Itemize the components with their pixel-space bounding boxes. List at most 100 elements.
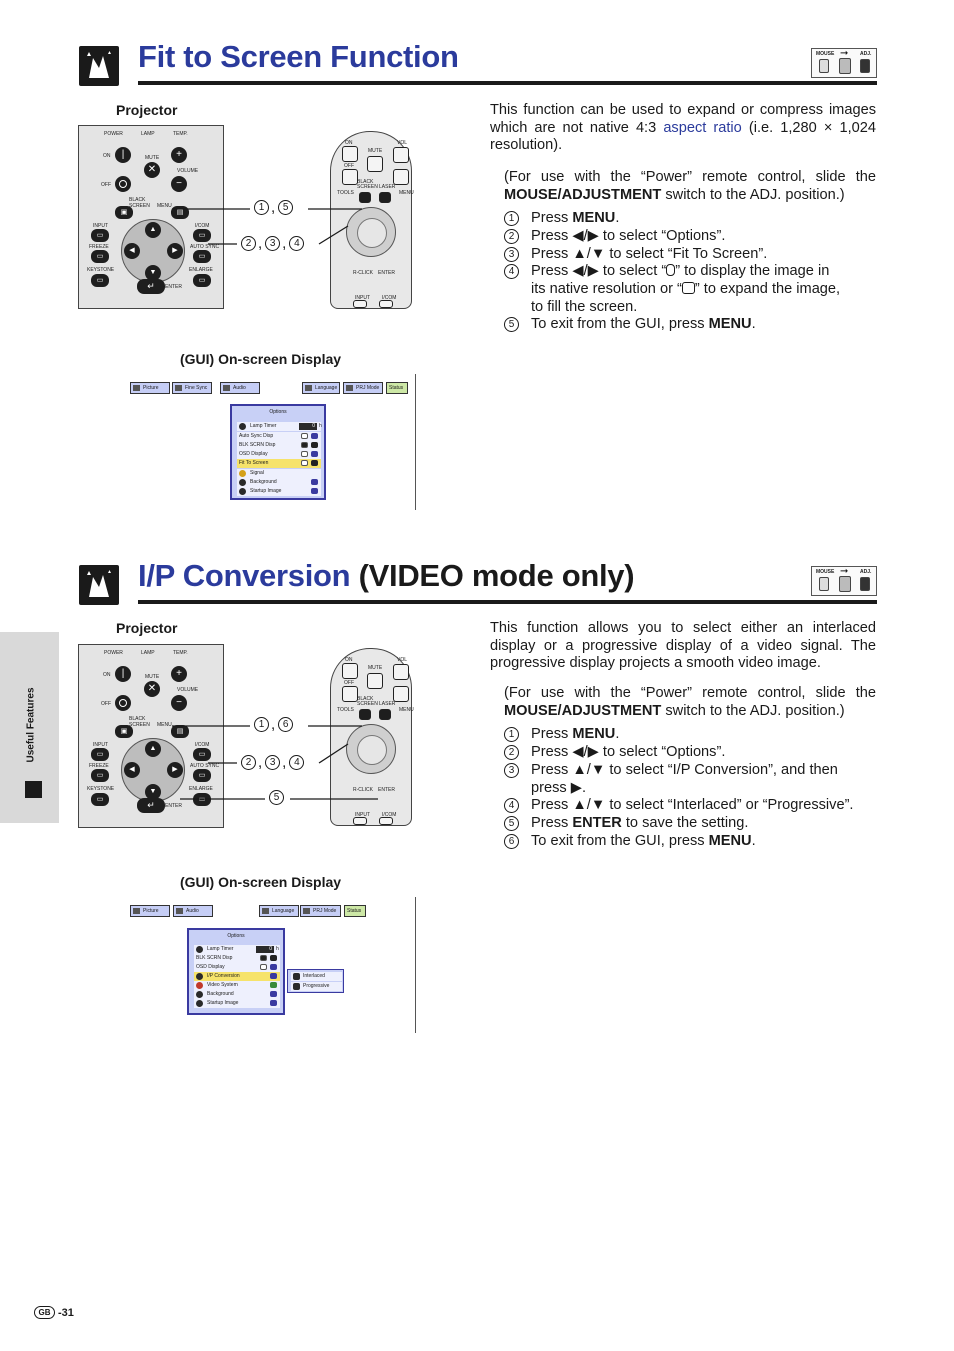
intro-paragraph: This function can be used to expand or c… <box>490 102 876 154</box>
right-button[interactable]: ▶ <box>167 762 183 778</box>
menu-button[interactable]: ▤ <box>171 725 189 738</box>
gui-row-selected: Fit To Screen <box>237 459 321 468</box>
mute-button[interactable]: ✕ <box>144 162 160 178</box>
remote-note: (For use with the “Power” remote control… <box>504 169 876 203</box>
gui-row: Signal <box>237 469 321 478</box>
gui-tab-language: Language <box>302 382 340 394</box>
up-button[interactable]: ▲ <box>145 222 161 238</box>
remote-input-button[interactable] <box>353 300 367 308</box>
keystone-button[interactable]: ▭ <box>91 274 109 287</box>
gui-label: (GUI) On-screen Display <box>180 874 342 890</box>
enlarge-button[interactable]: ▭ <box>193 274 211 287</box>
intro-paragraph: This function allows you to select eithe… <box>490 620 876 672</box>
off-button[interactable] <box>115 695 131 711</box>
down-button[interactable]: ▼ <box>145 265 161 281</box>
volume-up-button[interactable]: + <box>171 666 187 682</box>
projector-label: Projector <box>116 620 178 636</box>
gui-tab-prj-mode: PRJ Mode <box>300 905 341 917</box>
input-button[interactable]: ▭ <box>91 229 109 242</box>
gui-on-screen-display: Picture Audio Language PRJ Mode Status O… <box>128 897 416 1033</box>
volume-down-button[interactable]: − <box>171 176 187 192</box>
remote-input-button[interactable] <box>353 817 367 825</box>
auto-sync-button[interactable]: ▭ <box>193 250 211 263</box>
remote-vol-down-button[interactable] <box>393 686 409 702</box>
remote-mute-button[interactable] <box>367 673 383 689</box>
gui-tab-audio: Audio <box>173 905 213 917</box>
mouse-adj-switch-indicator: MOUSE ➞ ADJ. <box>811 48 877 78</box>
switch-icon <box>839 576 851 592</box>
freeze-button[interactable]: ▭ <box>91 769 109 782</box>
down-button[interactable]: ▼ <box>145 784 161 800</box>
remote-laser-button[interactable] <box>379 709 391 720</box>
section-rule <box>138 600 877 604</box>
page-number: GB-31 <box>34 1306 74 1319</box>
black-screen-button[interactable]: ▣ <box>115 725 133 738</box>
remote-icom-button[interactable] <box>379 817 393 825</box>
gui-row-selected: I/P Conversion <box>194 972 280 981</box>
gui-tab-picture: Picture <box>130 905 170 917</box>
gui-tab-language: Language <box>259 905 299 917</box>
gui-row: OSD Display <box>194 963 280 972</box>
glossary-link-aspect-ratio[interactable]: aspect ratio <box>663 119 742 136</box>
remote-mouse-disc[interactable] <box>346 207 396 257</box>
projector-control-panel: POWER LAMP TEMP. ON | MUTE ✕ + VOLUME − … <box>78 125 224 309</box>
remote-off-button[interactable] <box>342 686 358 702</box>
callout-leader-lines <box>172 208 362 245</box>
gui-tab-picture: Picture <box>130 382 170 394</box>
remote-on-button[interactable] <box>342 663 358 679</box>
mute-button[interactable]: ✕ <box>144 681 160 697</box>
remote-laser-button[interactable] <box>379 192 391 203</box>
volume-up-button[interactable]: + <box>171 147 187 163</box>
mouse-icon <box>819 59 829 73</box>
arrow-right-icon: ➞ <box>840 566 849 577</box>
gui-row: BLK SCRN Disp <box>194 954 280 963</box>
black-screen-button[interactable]: ▣ <box>115 206 133 219</box>
left-button[interactable]: ◀ <box>124 762 140 778</box>
projector-label: Projector <box>116 102 178 118</box>
native-resolution-icon <box>666 264 676 276</box>
on-button[interactable]: | <box>115 147 131 163</box>
left-button[interactable]: ◀ <box>124 243 140 259</box>
gui-submenu-item: Progressive <box>291 982 342 991</box>
gui-row: Background <box>194 990 280 999</box>
remote-control: ON VOL OFF MUTE BLACK SCREEN LASER TOOLS… <box>330 648 414 826</box>
up-button[interactable]: ▲ <box>145 741 161 757</box>
remote-black-screen-button[interactable] <box>359 192 371 203</box>
icom-button[interactable]: ▭ <box>193 748 211 761</box>
remote-mouse-disc[interactable] <box>346 724 396 774</box>
remote-vol-up-button[interactable] <box>393 664 409 680</box>
remote-black-screen-button[interactable] <box>359 709 371 720</box>
enter-button[interactable]: ↵ <box>137 279 165 294</box>
right-button[interactable]: ▶ <box>167 243 183 259</box>
feature-icon <box>25 781 42 798</box>
gui-tab-status: Status <box>344 905 366 917</box>
gui-row: Background <box>237 478 321 487</box>
remote-note: (For use with the “Power” remote control… <box>504 685 876 719</box>
volume-down-button[interactable]: − <box>171 695 187 711</box>
remote-icom-button[interactable] <box>379 300 393 308</box>
gui-label: (GUI) On-screen Display <box>180 351 342 367</box>
remote-vol-up-button[interactable] <box>393 147 409 163</box>
direction-pad: ▲ ◀ ▶ ▼ <box>121 738 185 802</box>
switch-icon <box>839 58 851 74</box>
feature-icon <box>79 565 119 605</box>
on-button[interactable]: | <box>115 666 131 682</box>
gui-submenu-item: Interlaced <box>291 972 342 981</box>
icom-button[interactable]: ▭ <box>193 229 211 242</box>
freeze-button[interactable]: ▭ <box>91 250 109 263</box>
remote-on-button[interactable] <box>342 146 358 162</box>
input-button[interactable]: ▭ <box>91 748 109 761</box>
enter-button[interactable]: ↵ <box>137 798 165 813</box>
remote-mute-button[interactable] <box>367 156 383 172</box>
gui-row: Startup Image <box>194 999 280 1008</box>
callout-step-5: 5 <box>267 789 286 806</box>
off-button[interactable] <box>115 176 131 192</box>
auto-sync-button[interactable]: ▭ <box>193 769 211 782</box>
keystone-button[interactable]: ▭ <box>91 793 109 806</box>
lock-icon <box>860 577 870 591</box>
remote-off-button[interactable] <box>342 169 358 185</box>
remote-vol-down-button[interactable] <box>393 169 409 185</box>
gui-tab-audio: Audio <box>220 382 260 394</box>
